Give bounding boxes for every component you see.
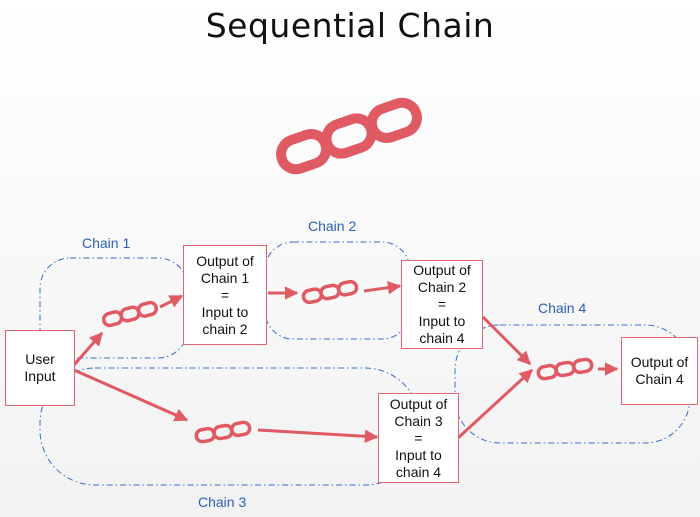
output3-line: Output of (389, 395, 448, 412)
output1-line: Output of (196, 252, 254, 269)
chain3-group (39, 367, 421, 486)
arrow-input-to-chain1 (72, 331, 104, 366)
chain-link-icon (276, 97, 422, 175)
chain1-group (39, 257, 189, 359)
output3-line: = (414, 429, 423, 446)
output2-line: Input to (418, 313, 466, 329)
user-input-line: User (25, 351, 55, 367)
chain1-label: Chain 1 (82, 235, 131, 251)
output3-line: Chain 3 (394, 412, 443, 429)
output2-line: Output of (413, 262, 471, 278)
output4-line: Output of (630, 354, 689, 370)
chain3-label: Chain 3 (198, 494, 247, 510)
output1-line: chain 2 (202, 320, 248, 337)
output3-line: chain 4 (395, 463, 442, 480)
chain3-chain-icon (194, 420, 252, 444)
arrow-input-to-chain3 (73, 368, 189, 422)
arrow-chain3-to-output3 (257, 428, 379, 444)
chain4-label: Chain 4 (538, 300, 587, 316)
output2-node: Output of Chain 2 = Input to chain 4 (401, 260, 483, 349)
chain2-chain-icon (301, 279, 359, 305)
arrow-chain2-to-output2 (363, 280, 402, 295)
output3-line: Input to (395, 446, 442, 463)
chain4-chain-icon (536, 357, 594, 381)
output3-node: Output of Chain 3 = Input to chain 4 (378, 393, 459, 483)
chain2-label: Chain 2 (308, 218, 357, 234)
output1-line: Input to (201, 303, 249, 320)
user-input-node: User Input (5, 330, 75, 406)
arrow-output2-to-chain4 (481, 315, 532, 366)
page-title: Sequential Chain (205, 6, 495, 45)
chain1-chain-icon (101, 300, 159, 328)
arrow-output3-to-chain4 (456, 368, 534, 440)
output1-line: Chain 1 (200, 269, 250, 286)
output1-node: Output of Chain 1 = Input to chain 2 (183, 245, 267, 345)
output2-line: = (437, 296, 447, 312)
output2-line: Chain 2 (417, 279, 467, 295)
arrow-chain1-to-output1 (159, 294, 184, 309)
output1-line: = (220, 286, 230, 303)
output4-line: Chain 4 (635, 371, 684, 387)
output2-line: chain 4 (419, 330, 465, 346)
output4-node: Output of Chain 4 (621, 337, 698, 405)
user-input-line: Input (24, 368, 56, 384)
